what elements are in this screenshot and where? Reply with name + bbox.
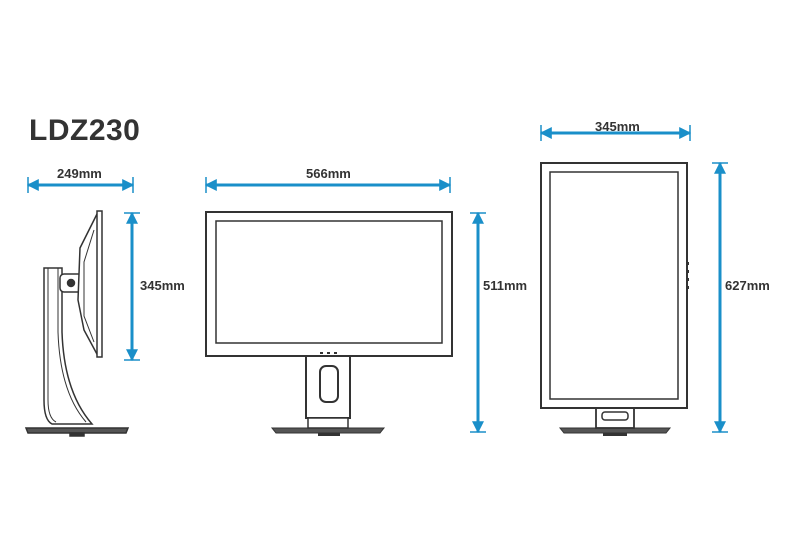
model-title: LDZ230 bbox=[29, 114, 141, 147]
front-height-label: 511mm bbox=[483, 278, 528, 293]
side-view-monitor bbox=[24, 210, 130, 437]
side-height-label: 345mm bbox=[140, 278, 185, 293]
side-depth-label: 249mm bbox=[57, 166, 102, 181]
portrait-view-monitor bbox=[540, 162, 689, 436]
portrait-height-label: 627mm bbox=[725, 278, 770, 293]
front-view-monitor bbox=[205, 211, 453, 436]
front-width-label: 566mm bbox=[306, 166, 351, 181]
